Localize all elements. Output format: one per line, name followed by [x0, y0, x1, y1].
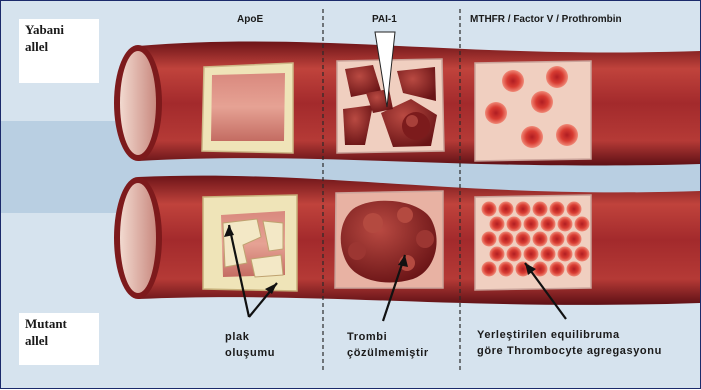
- annotation-trombi: Trombi çözülmemiştir: [347, 329, 429, 361]
- platelet-cell: [541, 217, 556, 232]
- platelet-cell: [575, 217, 590, 232]
- platelet-cell: [575, 247, 590, 262]
- annotation-trombi-line2: çözülmemiştir: [347, 345, 429, 361]
- annotation-plak: plak oluşumu: [225, 329, 275, 361]
- row-label-wild-line1: Yabani: [25, 21, 93, 38]
- platelet-cell: [482, 232, 497, 247]
- platelet-cell: [533, 202, 548, 217]
- platelet-cell: [567, 262, 582, 277]
- column-header-pai1: PAI-1: [372, 14, 397, 25]
- bottom-pai1-clot: [341, 201, 437, 283]
- platelet-cell: [490, 247, 505, 262]
- platelet-cell: [482, 202, 497, 217]
- platelet-cell: [558, 247, 573, 262]
- annotation-equilibrum: Yerleştirilen equilibruma göre Thrombocy…: [477, 327, 662, 359]
- platelet-cell: [499, 202, 514, 217]
- platelet-cell: [490, 217, 505, 232]
- platelet-cell: [482, 262, 497, 277]
- platelet-cell: [550, 232, 565, 247]
- platelet-cell: [507, 217, 522, 232]
- annotation-plak-line2: oluşumu: [225, 345, 275, 361]
- platelet-cell: [533, 232, 548, 247]
- platelet-cell: [524, 217, 539, 232]
- column-header-mthfr: MTHFR / Factor V / Prothrombin: [470, 14, 622, 25]
- platelet-cell: [550, 202, 565, 217]
- row-label-wild: Yabani allel: [19, 19, 99, 83]
- platelet-cell: [499, 232, 514, 247]
- platelet-cell: [550, 262, 565, 277]
- annotation-equilibrum-line2: göre Thrombocyte agregasyonu: [477, 343, 662, 359]
- platelet-cell: [567, 232, 582, 247]
- platelet-cell: [507, 247, 522, 262]
- platelet-cell: [516, 202, 531, 217]
- platelet-cell: [499, 262, 514, 277]
- annotation-equilibrum-line1: Yerleştirilen equilibruma: [477, 327, 662, 343]
- annotation-plak-line1: plak: [225, 329, 275, 345]
- annotation-trombi-line1: Trombi: [347, 329, 429, 345]
- platelet-cell: [541, 247, 556, 262]
- row-label-mutant-line1: Mutant: [25, 315, 93, 332]
- row-label-mutant: Mutant allel: [19, 313, 99, 365]
- platelet-cell: [567, 202, 582, 217]
- platelet-cell: [558, 217, 573, 232]
- column-header-apoe: ApoE: [237, 14, 263, 25]
- platelet-cell: [516, 232, 531, 247]
- platelet-cell: [524, 247, 539, 262]
- row-label-mutant-line2: allel: [25, 332, 93, 349]
- row-label-wild-line2: allel: [25, 38, 93, 55]
